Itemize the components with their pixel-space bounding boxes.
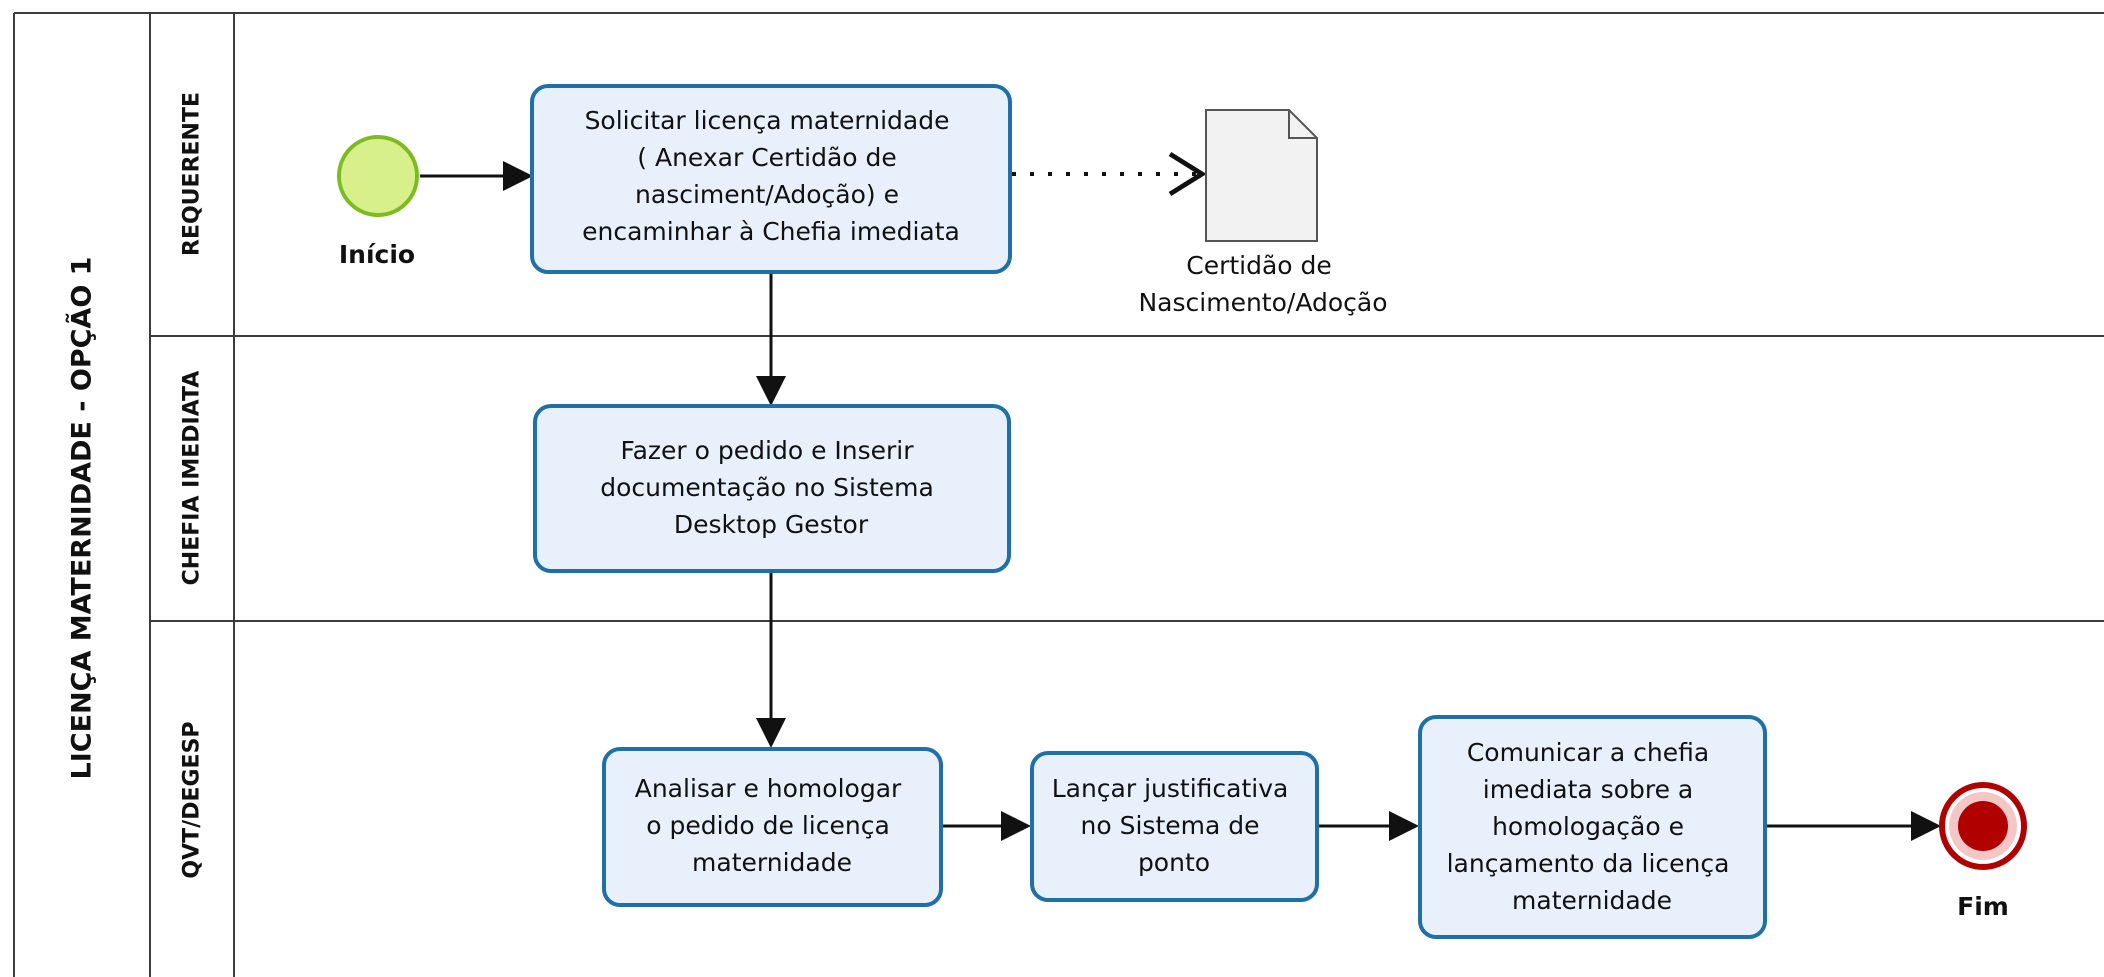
task-box bbox=[530, 84, 1012, 274]
task-text: Comunicar a chefia imediata sobre a homo… bbox=[1447, 738, 1738, 915]
task-line: maternidade bbox=[692, 848, 852, 877]
sequence-flows bbox=[420, 174, 1941, 841]
task-line: Lançar justificativa bbox=[1052, 774, 1289, 803]
data-object-certidao: Certidão de Nascimento/Adoção bbox=[1138, 109, 1388, 317]
task-line: Analisar e homologar bbox=[635, 774, 902, 803]
task-comunicar-chefia: Comunicar a chefia imediata sobre a homo… bbox=[1418, 715, 1767, 939]
task-line: Comunicar a chefia bbox=[1467, 738, 1709, 767]
task-fazer-pedido: Fazer o pedido e Inserir documentação no… bbox=[533, 404, 1011, 573]
task-line: no Sistema de bbox=[1081, 811, 1260, 840]
task-lancar-justificativa: Lançar justificativa no Sistema de ponto bbox=[1030, 751, 1319, 902]
task-text: Analisar e homologar o pedido de licença… bbox=[635, 774, 910, 877]
task-line: Solicitar licença maternidade bbox=[585, 106, 950, 135]
pool: LICENÇA MATERNIDADE - OPÇÃO 1 REQUERENTE… bbox=[13, 12, 2104, 977]
task-solicitar-licenca: Solicitar licença maternidade ( Anexar C… bbox=[530, 84, 1012, 274]
end-event-core bbox=[1958, 801, 2008, 851]
lane-label-qvt-degesp: QVT/DEGESP bbox=[180, 721, 205, 878]
task-line: o pedido de licença bbox=[646, 811, 890, 840]
document-fold bbox=[1288, 110, 1317, 139]
task-analisar-homologar: Analisar e homologar o pedido de licença… bbox=[602, 747, 943, 907]
data-object-line: Nascimento/Adoção bbox=[1138, 288, 1387, 317]
document-icon bbox=[1205, 109, 1318, 242]
task-line: maternidade bbox=[1512, 886, 1672, 915]
task-line: lançamento da licença bbox=[1447, 849, 1730, 878]
task-text: Fazer o pedido e Inserir documentação no… bbox=[600, 436, 942, 539]
start-event-circle bbox=[337, 135, 419, 217]
task-line: ( Anexar Certidão de bbox=[637, 143, 896, 172]
end-event: Fim bbox=[1939, 782, 2027, 921]
start-event-label: Início bbox=[339, 240, 415, 269]
start-event: Início bbox=[337, 135, 419, 269]
end-event-outer-ring bbox=[1939, 782, 2027, 870]
data-object-line: Certidão de bbox=[1186, 251, 1332, 280]
task-box bbox=[1030, 751, 1319, 902]
lane-label-chefia-imediata: CHEFIA IMEDIATA bbox=[180, 371, 205, 586]
task-box bbox=[602, 747, 943, 907]
task-text: Lançar justificativa no Sistema de ponto bbox=[1052, 774, 1297, 877]
end-event-label: Fim bbox=[1957, 892, 2009, 921]
lane-label-requerente: REQUERENTE bbox=[180, 92, 205, 256]
task-line: imediata sobre a bbox=[1483, 775, 1693, 804]
task-line: homologação e bbox=[1492, 812, 1684, 841]
task-line: documentação no Sistema bbox=[600, 473, 934, 502]
data-object-label: Certidão de Nascimento/Adoção bbox=[1138, 251, 1387, 317]
pool-title: LICENÇA MATERNIDADE - OPÇÃO 1 bbox=[66, 257, 98, 780]
task-line: nasciment/Adoção) e bbox=[635, 180, 899, 209]
task-box bbox=[1418, 715, 1767, 939]
task-line: Desktop Gestor bbox=[674, 510, 869, 539]
task-line: Fazer o pedido e Inserir bbox=[621, 436, 915, 465]
task-line: ponto bbox=[1138, 848, 1210, 877]
task-text: Solicitar licença maternidade ( Anexar C… bbox=[582, 106, 960, 246]
task-line: encaminhar à Chefia imediata bbox=[582, 217, 960, 246]
task-box bbox=[533, 404, 1011, 573]
